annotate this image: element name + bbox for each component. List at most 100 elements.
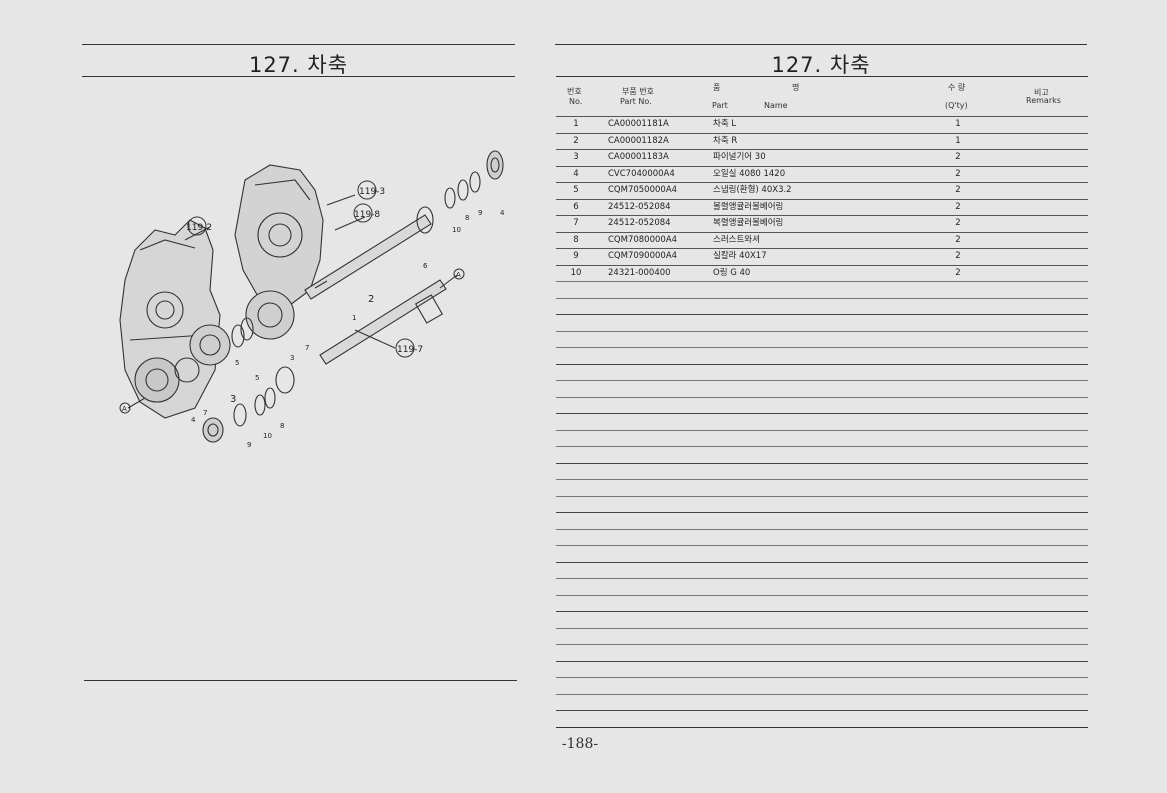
header-name-en-2: Name bbox=[764, 101, 788, 110]
empty-table-row bbox=[556, 512, 1088, 529]
right-page: 127. 차축 bbox=[545, 0, 1167, 793]
row-no: 4 bbox=[573, 168, 579, 179]
row-part-number: 24512-052084 bbox=[608, 218, 671, 228]
callout-119-2: 119-2 bbox=[186, 216, 212, 236]
empty-rows bbox=[556, 281, 1088, 727]
empty-table-row bbox=[556, 347, 1088, 364]
exploded-axle-diagram: 119-2 119-3 119-8 119-7 A A 1 2 3 3 bbox=[119, 150, 505, 449]
empty-table-row bbox=[556, 561, 1088, 579]
part-label: 8 bbox=[280, 422, 284, 430]
header-part-en: Part No. bbox=[620, 97, 652, 106]
right-page-title: 127. 차축 bbox=[771, 53, 871, 77]
table-header: 번호 No. 부품 번호 Part No. 품 명 Part Name 수 량 … bbox=[556, 78, 1088, 116]
empty-table-row bbox=[556, 660, 1088, 678]
part-label: 3 bbox=[290, 354, 294, 362]
table-row: 9 CQM7090000A4 실칼라 40X17 2 bbox=[556, 248, 1088, 265]
empty-table-row bbox=[556, 594, 1088, 612]
empty-table-row bbox=[556, 627, 1088, 645]
row-part-number: CA00001181A bbox=[608, 119, 669, 129]
empty-table-row bbox=[556, 413, 1088, 430]
row-qty: 2 bbox=[955, 218, 961, 228]
empty-table-row bbox=[556, 710, 1088, 727]
header-no-kr: 번호 bbox=[567, 87, 582, 96]
title-rule-bottom bbox=[82, 76, 515, 77]
part-label: 7 bbox=[305, 344, 309, 352]
empty-table-row bbox=[556, 396, 1088, 414]
row-part-number: 24512-052084 bbox=[608, 201, 671, 212]
row-qty: 2 bbox=[955, 251, 961, 261]
empty-table-row bbox=[556, 363, 1088, 381]
empty-table-row bbox=[556, 462, 1088, 480]
row-part-name: 스냅링(환형) 40X3.2 bbox=[713, 185, 792, 195]
header-name-kr-1: 품 bbox=[713, 83, 721, 92]
row-qty: 1 bbox=[955, 119, 961, 129]
table-row: 7 24512-052084 복렬앵귤러볼베어링 2 bbox=[556, 215, 1088, 232]
svg-text:119-7: 119-7 bbox=[397, 345, 423, 355]
row-qty: 2 bbox=[955, 168, 961, 179]
row-part-name: 오일실 4080 1420 bbox=[713, 168, 786, 179]
empty-table-row bbox=[556, 644, 1088, 661]
row-qty: 2 bbox=[955, 201, 961, 212]
empty-table-row bbox=[556, 446, 1088, 463]
part-label: 4 bbox=[191, 416, 196, 424]
title-rule-top bbox=[555, 44, 1087, 45]
table-row: 5 CQM7050000A4 스냅링(환형) 40X3.2 2 bbox=[556, 182, 1088, 199]
table-body: 1 CA00001181A 차축 L 1 2 CA00001182A 차축 R … bbox=[556, 116, 1088, 728]
empty-table-row bbox=[556, 677, 1088, 694]
table-row: 2 CA00001182A 차축 R 1 bbox=[556, 132, 1088, 150]
row-part-number: CQM7090000A4 bbox=[608, 251, 678, 261]
table-row: 10 24321-000400 O링 G 40 2 bbox=[556, 264, 1088, 282]
row-qty: 2 bbox=[955, 185, 961, 195]
empty-table-row bbox=[556, 693, 1088, 711]
row-part-name: 차축 L bbox=[713, 119, 737, 129]
part-label: 6 bbox=[423, 262, 428, 270]
part-label: 10 bbox=[452, 226, 461, 234]
header-qty-kr: 수 량 bbox=[948, 83, 966, 92]
row-part-number: CQM7080000A4 bbox=[608, 234, 678, 245]
part-label: 4 bbox=[500, 209, 505, 217]
header-part-kr: 부품 번호 bbox=[622, 87, 654, 96]
title-rule-bottom bbox=[556, 76, 1088, 77]
table-row: 3 CA00001183A 파이널기어 30 2 bbox=[556, 149, 1088, 166]
marker-a-left: A bbox=[119, 402, 131, 414]
svg-text:119-8: 119-8 bbox=[354, 210, 380, 220]
row-no: 2 bbox=[573, 135, 579, 146]
row-part-name: 볼렬앵귤러볼베어링 bbox=[713, 201, 784, 212]
header-remarks-en: Remarks bbox=[1026, 96, 1061, 105]
row-part-number: CA00001183A bbox=[608, 152, 669, 162]
svg-text:119-2: 119-2 bbox=[186, 223, 212, 233]
empty-table-row bbox=[556, 429, 1088, 447]
svg-text:A: A bbox=[122, 405, 127, 413]
table-row: 6 24512-052084 볼렬앵귤러볼베어링 2 bbox=[556, 198, 1088, 216]
row-no: 8 bbox=[573, 234, 579, 245]
row-part-name: 실칼라 40X17 bbox=[713, 251, 767, 261]
svg-text:119-3: 119-3 bbox=[359, 187, 385, 197]
row-qty: 2 bbox=[955, 234, 961, 245]
callout-119-3: 119-3 bbox=[357, 180, 385, 200]
empty-table-row bbox=[556, 545, 1088, 562]
row-qty: 2 bbox=[955, 267, 961, 278]
table-bottom-rule bbox=[556, 726, 1088, 728]
row-part-number: CVC7040000A4 bbox=[608, 168, 675, 179]
left-page-title: 127. 차축 bbox=[248, 53, 349, 77]
table-row: 1 CA00001181A 차축 L 1 bbox=[556, 116, 1088, 133]
part-label: 3 bbox=[230, 394, 236, 405]
row-no: 5 bbox=[573, 185, 579, 195]
part-label: 7 bbox=[203, 409, 207, 417]
row-no: 10 bbox=[570, 267, 582, 278]
svg-text:A: A bbox=[456, 271, 461, 279]
callout-119-8: 119-8 bbox=[353, 203, 380, 223]
marker-a-right: A bbox=[453, 268, 465, 280]
part-label: 10 bbox=[263, 432, 272, 440]
row-no: 7 bbox=[573, 218, 579, 228]
row-part-number: CQM7050000A4 bbox=[608, 185, 678, 195]
empty-table-row bbox=[556, 578, 1088, 595]
row-part-name: 복렬앵귤러볼베어링 bbox=[713, 218, 784, 228]
row-part-number: CA00001182A bbox=[608, 135, 669, 146]
page-number: -188- bbox=[561, 736, 599, 752]
empty-table-row bbox=[556, 297, 1088, 315]
empty-table-row bbox=[556, 479, 1088, 496]
title-rule-top bbox=[82, 44, 515, 45]
empty-table-row bbox=[556, 380, 1088, 397]
row-no: 9 bbox=[573, 251, 579, 261]
